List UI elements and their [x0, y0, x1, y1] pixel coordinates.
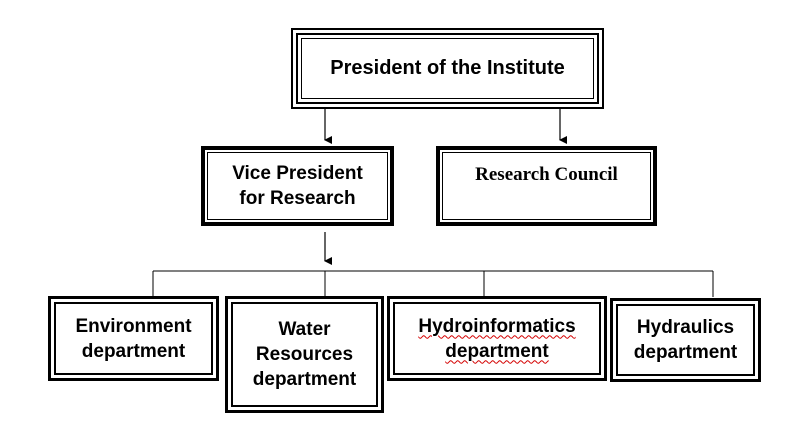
president-box: President of the Institute — [291, 28, 604, 109]
hydroinformatics-department-box: Hydroinformatics department — [387, 296, 607, 381]
research-council-box: Research Council — [436, 146, 657, 226]
hydraulics-department-box: Hydraulics department — [610, 298, 761, 382]
vice-president-box: Vice President for Research — [201, 146, 394, 226]
hydroinformatics-department-label: Hydroinformatics department — [418, 315, 576, 362]
environment-department-box: Environment department — [48, 296, 219, 381]
water-resources-department-box: Water Resources department — [225, 296, 384, 413]
water-resources-department-label: Water Resources department — [252, 319, 357, 390]
environment-department-label: Environment department — [75, 315, 192, 362]
president-label: President of the Institute — [330, 57, 565, 79]
vice-president-label: Vice President for Research — [232, 163, 363, 209]
research-council-label: Research Council — [475, 164, 618, 185]
hydraulics-department-label: Hydraulics department — [633, 317, 738, 363]
